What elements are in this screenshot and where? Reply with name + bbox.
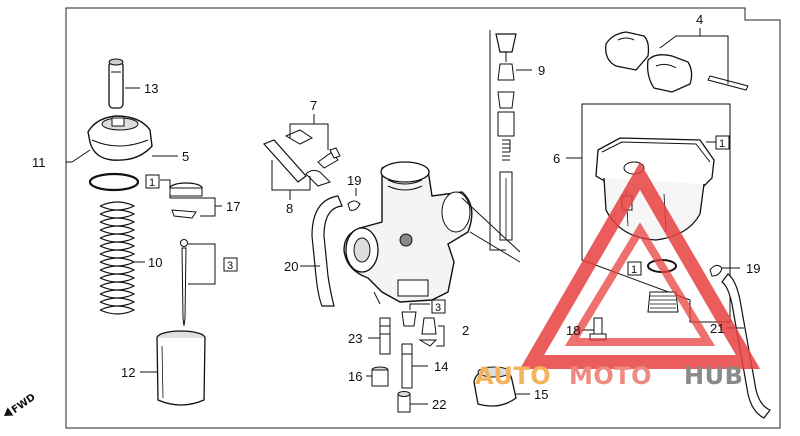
watermark-text-hub: HUB xyxy=(684,362,743,390)
callout-8: 8 xyxy=(286,201,293,216)
boxed-callout-1-top: 1 xyxy=(145,174,160,189)
part-15-float-bowl-plug xyxy=(473,366,517,407)
callout-17: 17 xyxy=(226,199,240,214)
callout-16: 16 xyxy=(348,369,362,384)
svg-text:1: 1 xyxy=(719,138,725,150)
part-9-needle-jet-stack xyxy=(495,33,517,241)
callout-4: 4 xyxy=(696,12,703,27)
callout-19-left: 19 xyxy=(347,173,361,188)
arrow-left-icon xyxy=(4,407,14,416)
diagram-frame xyxy=(65,7,781,429)
part-12-throttle-valve xyxy=(156,330,206,406)
watermark-logo: AUTO MOTO HUB xyxy=(475,162,761,390)
part-20-vent-hose xyxy=(311,195,343,307)
callout-7: 7 xyxy=(310,98,317,113)
part-14-needle-jet xyxy=(401,343,413,389)
svg-text:1: 1 xyxy=(149,177,155,189)
watermark-text-moto: MOTO xyxy=(569,362,652,390)
callout-20: 20 xyxy=(284,259,298,274)
callout-6: 6 xyxy=(553,151,560,166)
boxed-callout-3-valve: 3 xyxy=(431,299,446,314)
part-4-float xyxy=(605,31,749,93)
part-7-8-pilot-screws xyxy=(262,129,341,187)
fwd-label: FWD xyxy=(10,392,38,416)
watermark-text-auto: AUTO xyxy=(475,362,551,390)
callout-9: 9 xyxy=(538,63,545,78)
callout-2: 2 xyxy=(462,323,469,338)
svg-text:1: 1 xyxy=(631,264,637,276)
callout-23: 23 xyxy=(348,331,362,346)
callout-18: 18 xyxy=(566,323,580,338)
part-17-retainer xyxy=(169,182,203,219)
boxed-callout-3-needle: 3 xyxy=(223,257,238,272)
boxed-callout-1-gasket: 1 xyxy=(627,261,642,276)
part-19-clip-right xyxy=(709,264,723,277)
callout-21: 21 xyxy=(710,321,724,336)
callout-10: 10 xyxy=(148,255,162,270)
svg-text:3: 3 xyxy=(227,260,233,272)
svg-text:3: 3 xyxy=(435,302,441,314)
watermark-triangle-inner xyxy=(564,222,716,346)
part-10-spring xyxy=(99,201,136,323)
part-jet-needle xyxy=(180,239,188,327)
callout-15: 15 xyxy=(534,387,548,402)
callout-13: 13 xyxy=(144,81,158,96)
part-2-float-valve xyxy=(401,311,438,347)
part-19-clip-left xyxy=(347,200,361,211)
callout-19-right: 19 xyxy=(746,261,760,276)
fwd-direction-marker: FWD xyxy=(4,392,38,416)
callout-5: 5 xyxy=(182,149,189,164)
callout-14: 14 xyxy=(434,359,448,374)
part-13-cap-pin xyxy=(108,58,124,109)
part-23-main-jet-holder xyxy=(379,317,391,355)
part-18-drain-screw xyxy=(589,317,607,341)
part-16-jet-seat xyxy=(371,366,389,387)
callout-12: 12 xyxy=(121,365,135,380)
part-5-carburetor-top xyxy=(87,115,153,161)
part-o-ring xyxy=(88,172,140,192)
part-carburetor-body xyxy=(343,161,473,305)
boxed-callout-1-bowl: 1 xyxy=(715,135,730,150)
watermark-triangle-outer xyxy=(519,162,761,369)
callout-11: 11 xyxy=(32,155,46,170)
part-22-main-jet xyxy=(397,391,411,413)
callout-22: 22 xyxy=(432,397,446,412)
